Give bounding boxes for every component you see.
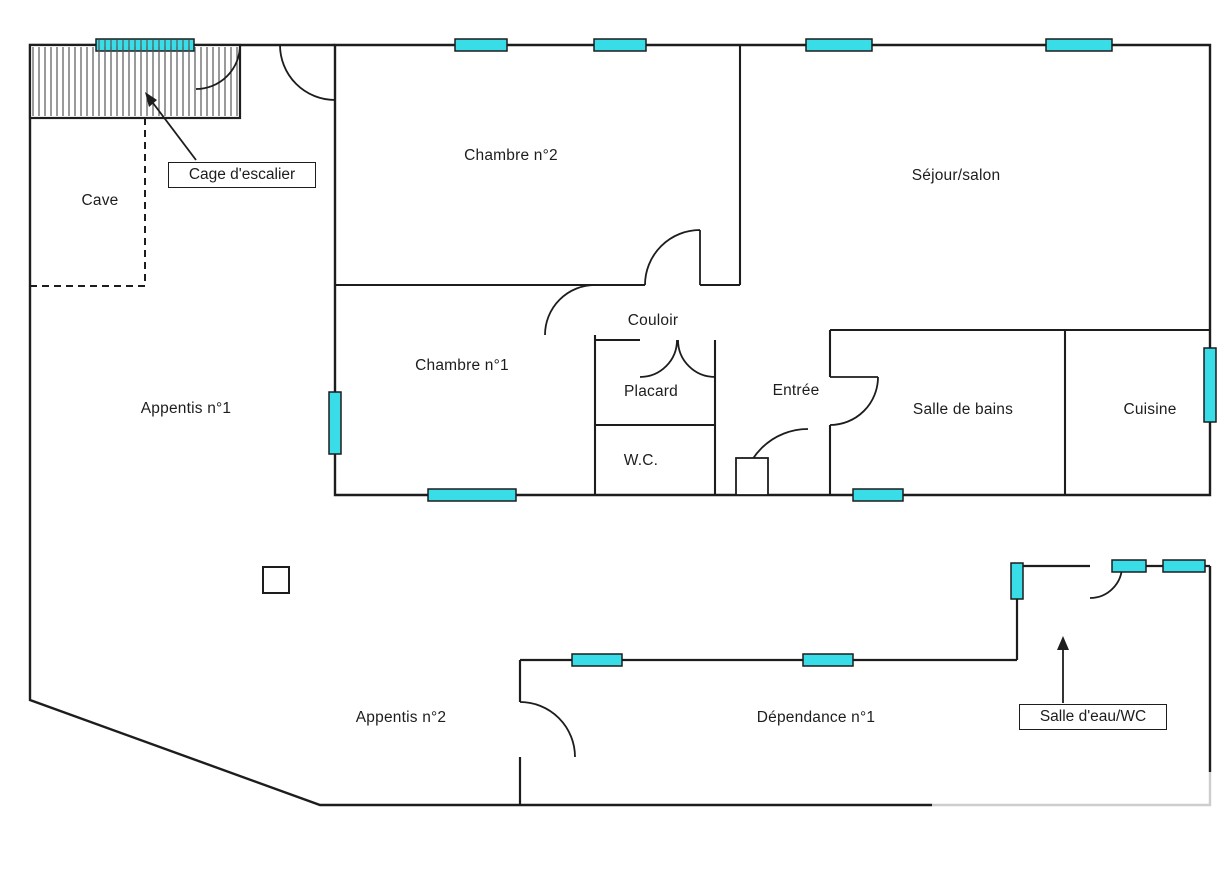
door-arc-staircase (195, 44, 241, 90)
watermark (932, 772, 1228, 812)
pillar (262, 566, 290, 594)
window-top-4 (1045, 38, 1113, 52)
arrowhead-staircase (145, 92, 157, 107)
room-label-appentis-2: Appentis n°2 (355, 709, 447, 726)
room-label-couloir: Couloir (627, 312, 679, 329)
room-label-cave: Cave (81, 192, 119, 209)
window-salle-eau-top-1 (1111, 559, 1147, 573)
arrow-to-salle-eau (1057, 636, 1069, 703)
window-top-3 (805, 38, 873, 52)
arrowhead-salle-eau (1057, 636, 1069, 650)
staircase (28, 38, 242, 120)
room-label-appentis-1: Appentis n°1 (140, 400, 232, 417)
door-arc-chambre1 (544, 284, 596, 336)
window-salle-eau-left (1010, 562, 1024, 600)
callout-cage-escalier: Cage d'escalier (168, 162, 316, 188)
main-house-walls (333, 43, 1212, 497)
arrow-to-staircase (145, 92, 197, 161)
cave-dashed-boundary (31, 118, 146, 287)
room-label-chambre-1: Chambre n°1 (415, 357, 509, 374)
window-right-wall (1203, 347, 1217, 423)
door-arc-placard-left (639, 339, 678, 378)
window-dependance-1 (571, 653, 623, 667)
room-label-salle-de-bains: Salle de bains (912, 401, 1014, 418)
room-label-cuisine: Cuisine (1123, 401, 1177, 418)
window-left-wall (328, 391, 342, 455)
main-house-outline (333, 43, 1212, 497)
interior-walls (335, 45, 1210, 495)
door-arc-placard-right (677, 339, 716, 378)
window-top-1 (454, 38, 508, 52)
door-arc-salle-de-bains (829, 376, 879, 426)
callout-salle-eau-wc: Salle d'eau/WC (1019, 704, 1167, 730)
window-top-2 (593, 38, 647, 52)
room-label-placard: Placard (624, 383, 678, 400)
window-bottom-2 (852, 488, 904, 502)
window-dependance-2 (802, 653, 854, 667)
door-arc-appentis-house (279, 44, 336, 101)
room-label-dependance-1: Dépendance n°1 (756, 709, 876, 726)
staircase-window-hatching (97, 40, 193, 50)
room-label-entree: Entrée (772, 382, 820, 399)
entrance-step (735, 457, 769, 496)
windows (328, 38, 1217, 667)
window-salle-eau-top-2 (1162, 559, 1206, 573)
door-arc-dependance (519, 701, 576, 758)
staircase-hatching (32, 47, 238, 116)
room-label-chambre-2: Chambre n°2 (464, 147, 558, 164)
room-label-sejour-salon: Séjour/salon (911, 167, 1001, 184)
door-arc-chambre2 (644, 229, 701, 286)
window-bottom-1 (427, 488, 517, 502)
outbuilding-walls (518, 564, 1210, 805)
room-label-wc: W.C. (623, 452, 659, 469)
outbuilding-path (518, 564, 1210, 805)
